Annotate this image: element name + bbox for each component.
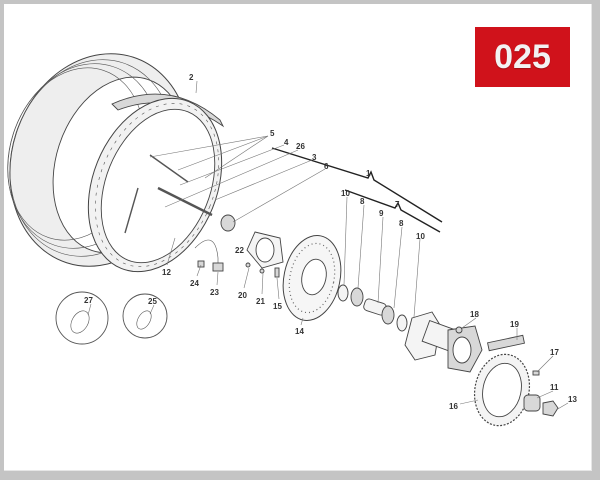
callout-4: 4 (284, 138, 289, 147)
callout-1: 1 (366, 169, 371, 178)
page-number-badge: 025 (475, 27, 570, 87)
page-number-text: 025 (494, 37, 551, 76)
spacer (220, 214, 236, 232)
callout-6: 6 (324, 162, 329, 171)
rim-tape (111, 93, 225, 128)
callout-10b: 10 (416, 232, 425, 241)
clip-detail-27 (55, 291, 109, 345)
callout-5: 5 (270, 129, 275, 138)
callout-21: 21 (256, 297, 265, 306)
callout-labels: 1 2 3 4 5 6 7 8 8 9 10 10 11 12 13 14 15… (84, 73, 577, 411)
callout-27: 27 (84, 296, 93, 305)
callout-8a: 8 (360, 197, 365, 206)
callout-11: 11 (550, 383, 559, 392)
callout-2: 2 (189, 73, 194, 82)
callout-16: 16 (449, 402, 458, 411)
callout-18: 18 (470, 310, 479, 319)
callout-8b: 8 (399, 219, 404, 228)
callout-22: 22 (235, 246, 244, 255)
callout-15: 15 (273, 302, 282, 311)
sprocket (473, 353, 531, 427)
callout-20: 20 (238, 291, 247, 300)
callout-10a: 10 (341, 189, 350, 198)
callout-9: 9 (379, 209, 384, 218)
callout-25: 25 (148, 297, 157, 306)
callout-19: 19 (510, 320, 519, 329)
hub (404, 311, 483, 373)
callout-14: 14 (295, 327, 304, 336)
callout-13: 13 (568, 395, 577, 404)
clip-detail-25 (122, 293, 168, 339)
callout-17: 17 (550, 348, 559, 357)
callout-23: 23 (210, 288, 219, 297)
brake-disc (282, 235, 342, 321)
callout-7: 7 (395, 200, 400, 209)
callout-24: 24 (190, 279, 199, 288)
callout-12: 12 (162, 268, 171, 277)
callout-3: 3 (312, 153, 317, 162)
rim (87, 97, 223, 273)
callout-26: 26 (296, 142, 305, 151)
